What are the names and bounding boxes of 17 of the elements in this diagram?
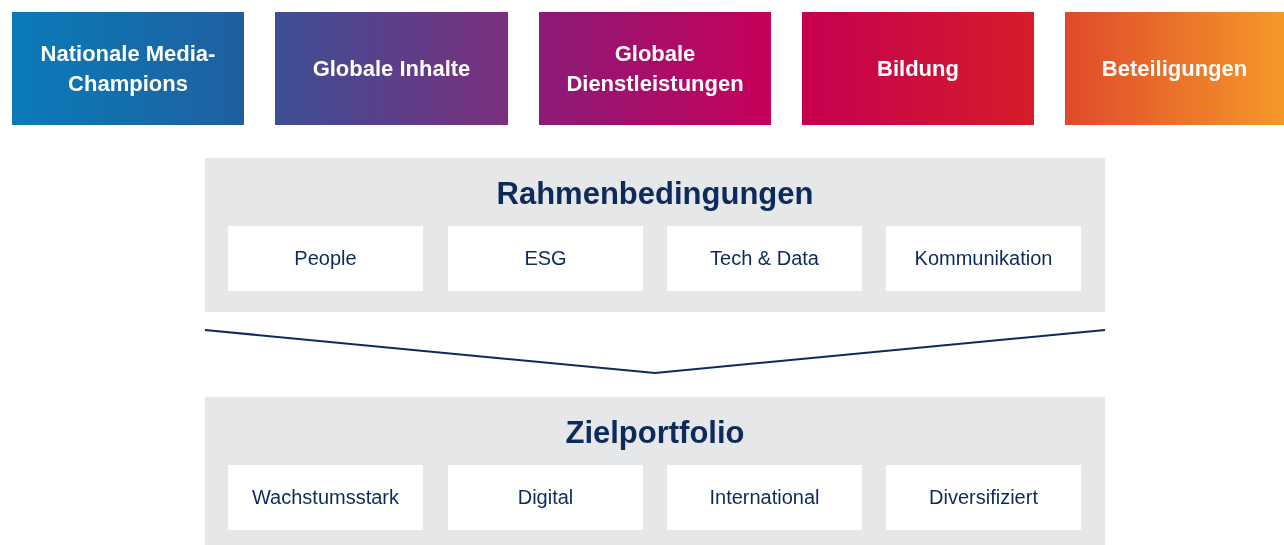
category-tile: Bildung <box>802 12 1034 125</box>
item-box: Tech & Data <box>667 226 862 291</box>
category-tile: Globale Dienstleistungen <box>539 12 771 125</box>
item-box: Digital <box>448 465 643 530</box>
category-tile: Globale Inhalte <box>275 12 508 125</box>
panel-heading: Rahmenbedingungen <box>495 176 815 212</box>
item-box: ESG <box>448 226 643 291</box>
item-box: International <box>667 465 862 530</box>
item-box: Diversifiziert <box>886 465 1081 530</box>
item-box: Kommunikation <box>886 226 1081 291</box>
panel-heading: Zielportfolio <box>564 415 746 451</box>
group-panel <box>205 397 1105 545</box>
category-tile: Nationale Media-Champions <box>12 12 244 125</box>
item-box: People <box>228 226 423 291</box>
group-panel <box>205 158 1105 312</box>
category-tile: Beteiligungen <box>1065 12 1284 125</box>
item-box: Wachstumsstark <box>228 465 423 530</box>
